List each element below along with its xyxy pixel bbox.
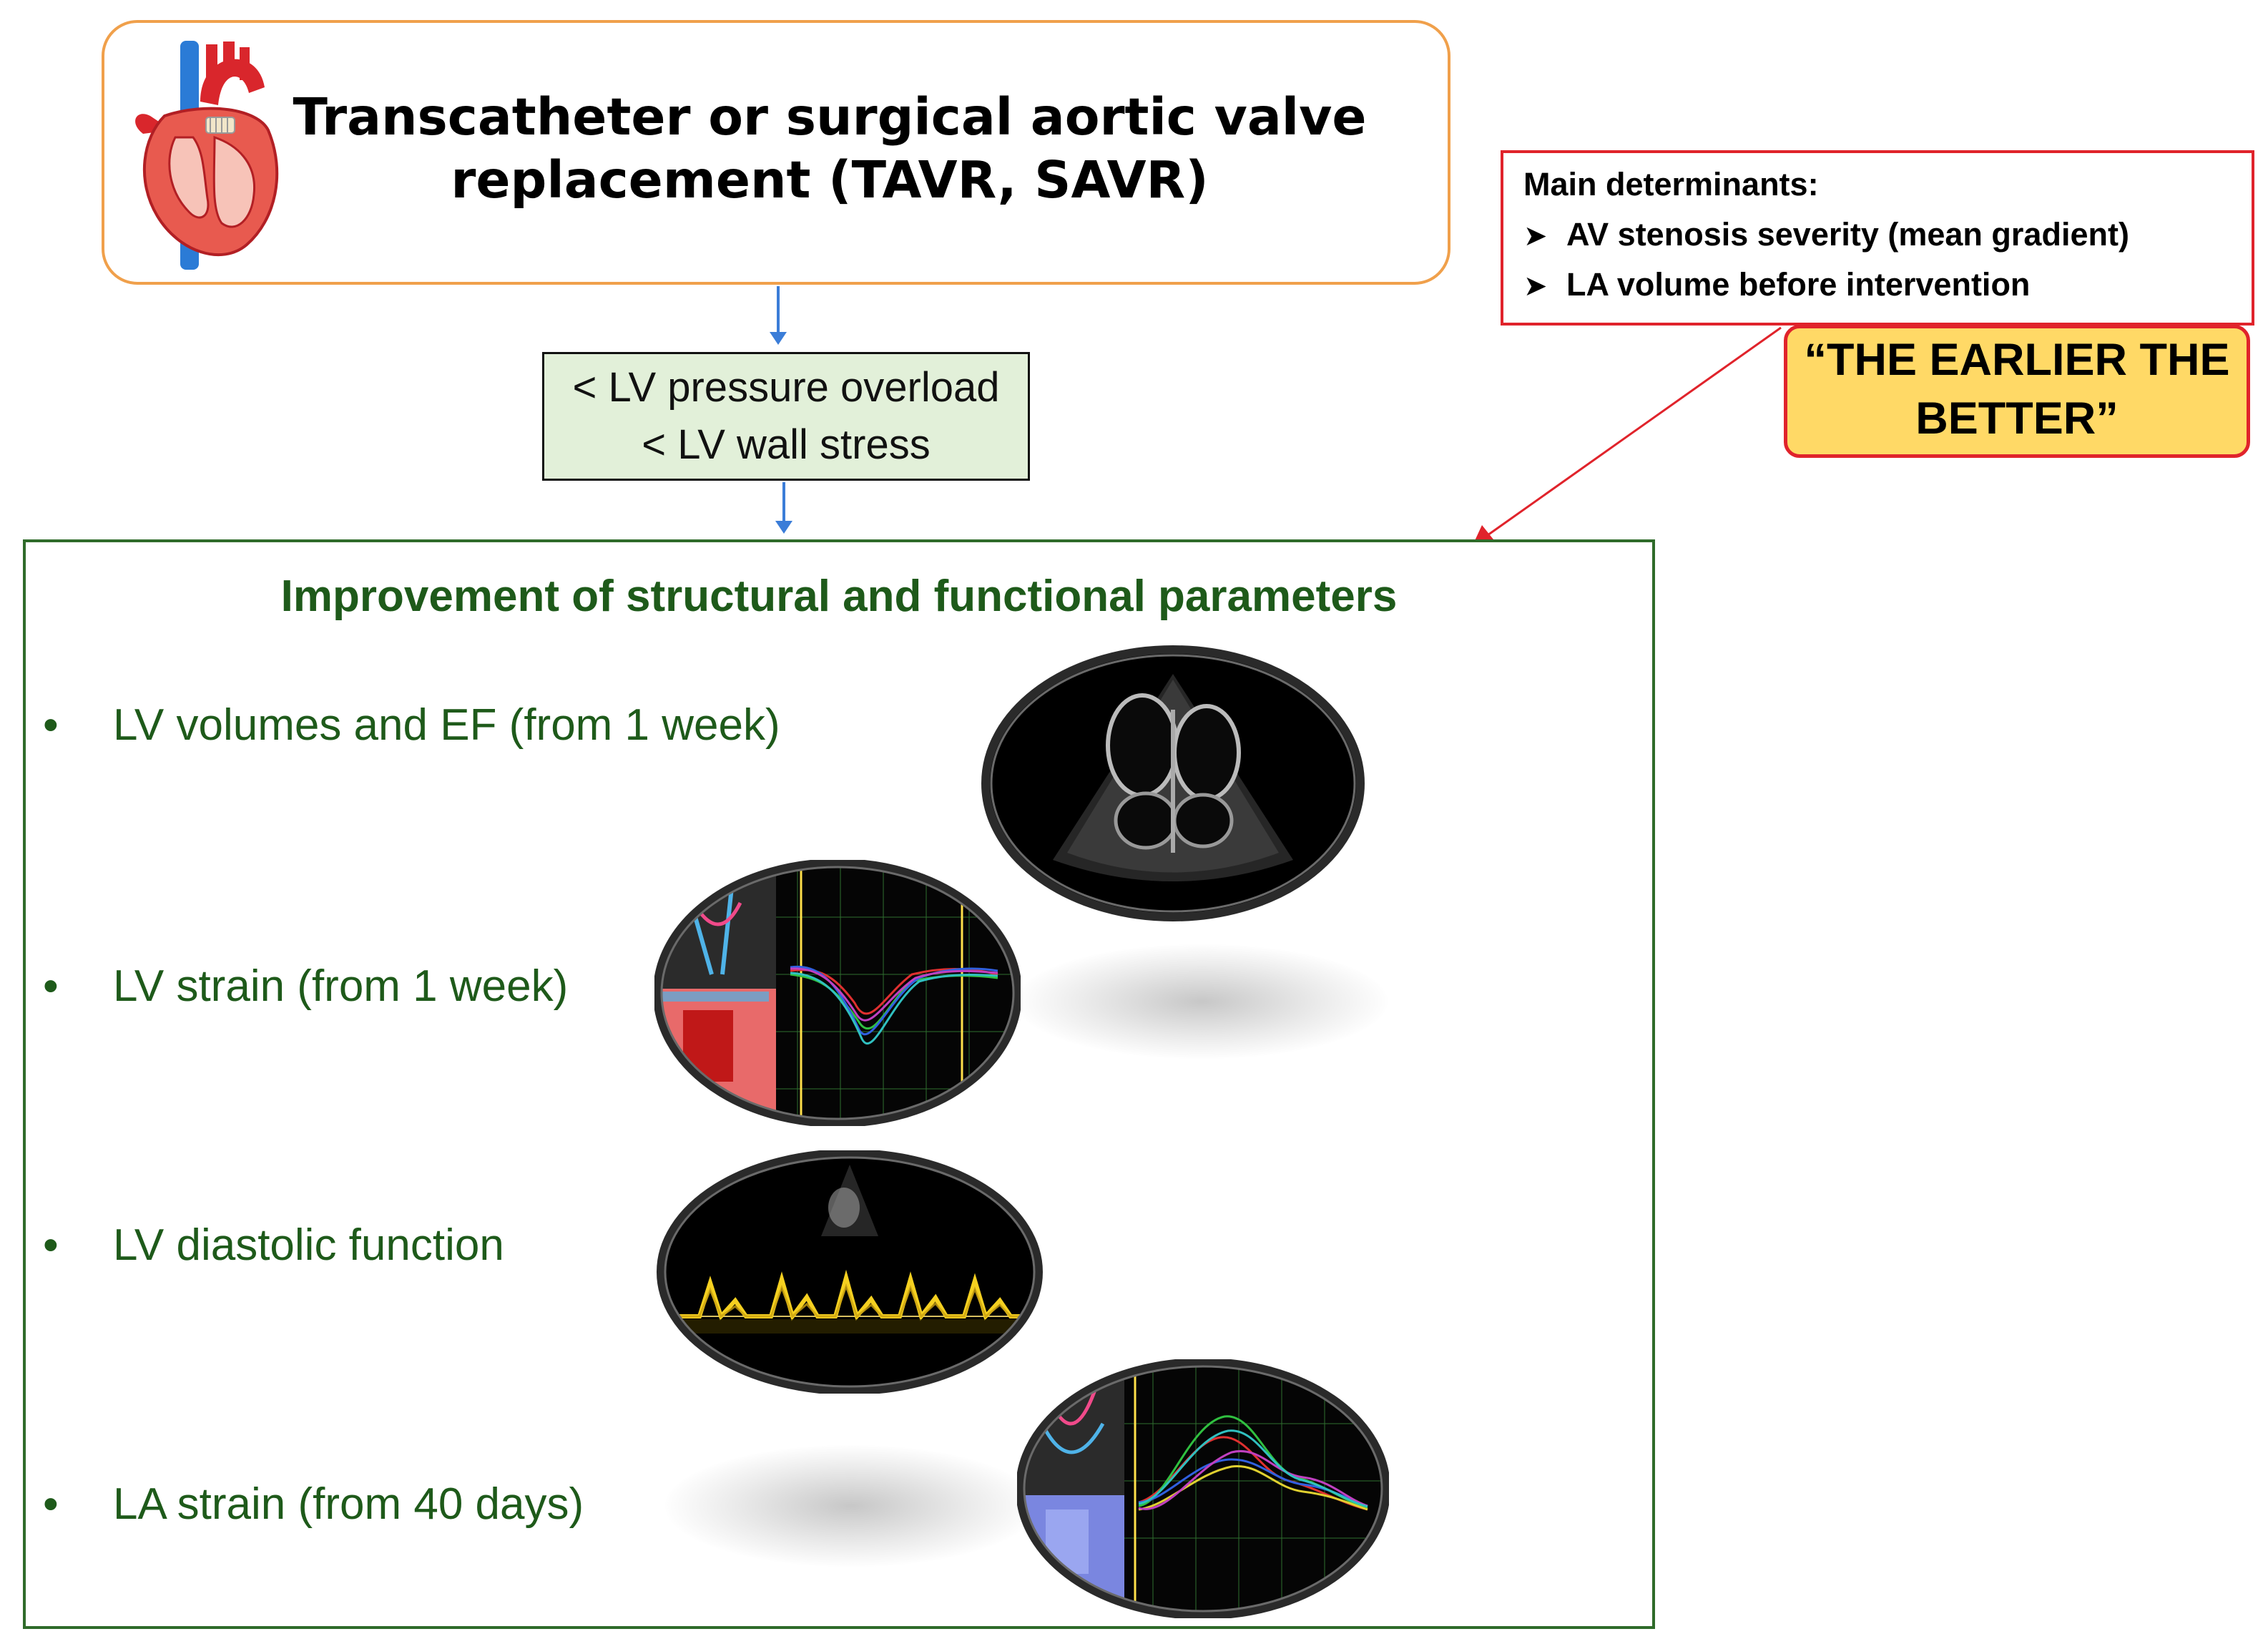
arrow-determinants-to-improvement <box>1487 326 1782 537</box>
bullet-icon: • <box>43 700 59 750</box>
improvement-text: LA strain (from 40 days) <box>113 1479 584 1529</box>
doppler-diastolic-image <box>657 1150 1043 1394</box>
determinants-box <box>1501 150 2254 326</box>
bullet-icon: • <box>43 1220 59 1270</box>
callout-line2: BETTER” <box>1915 393 2119 444</box>
callout-text: “THE EARLIER THE BETTER” <box>1784 331 2250 448</box>
determinants-title: Main determinants: <box>1523 166 1819 202</box>
arrow-bullet-icon: ➤ <box>1523 220 1548 252</box>
image-shadow <box>665 1445 1037 1567</box>
improvement-item: • LV diastolic function <box>43 1220 504 1271</box>
callout-line1: “THE EARLIER THE <box>1804 335 2230 385</box>
determinant-item: ➤ AV stenosis severity (mean gradient) <box>1523 216 2129 253</box>
effect-line1: < LV pressure overload <box>572 364 1000 411</box>
improvement-title: Improvement of structural and functional… <box>280 572 1398 621</box>
effect-line2: < LV wall stress <box>642 421 931 468</box>
image-shadow <box>1016 944 1388 1059</box>
procedure-title-line1: Transcatheter or surgical aortic valve <box>293 87 1367 147</box>
effect-box <box>542 352 1030 481</box>
lv-strain-image <box>654 860 1021 1126</box>
improvement-item: • LA strain (from 40 days) <box>43 1479 584 1530</box>
heart-icon <box>135 41 279 270</box>
echo-4chamber-image <box>981 645 1365 921</box>
la-strain-image <box>1017 1359 1389 1618</box>
bullet-icon: • <box>43 961 59 1011</box>
improvement-item: • LV volumes and EF (from 1 week) <box>43 700 780 750</box>
procedure-box <box>102 20 1450 285</box>
arrow-bullet-icon: ➤ <box>1523 270 1548 302</box>
determinant-item: ➤ LA volume before intervention <box>1523 266 2030 303</box>
procedure-title-line2: replacement (TAVR, SAVR) <box>451 150 1209 210</box>
procedure-title: Transcatheter or surgical aortic valve r… <box>279 86 1380 212</box>
improvement-item: • LV strain (from 1 week) <box>43 961 568 1012</box>
improvement-text: LV strain (from 1 week) <box>113 961 569 1011</box>
improvement-text: LV diastolic function <box>113 1220 504 1270</box>
determinant-text: AV stenosis severity (mean gradient) <box>1566 216 2129 253</box>
callout-box <box>1784 325 2250 458</box>
determinant-text: LA volume before intervention <box>1566 266 2031 303</box>
improvement-text: LV volumes and EF (from 1 week) <box>113 700 780 750</box>
bullet-icon: • <box>43 1479 59 1529</box>
